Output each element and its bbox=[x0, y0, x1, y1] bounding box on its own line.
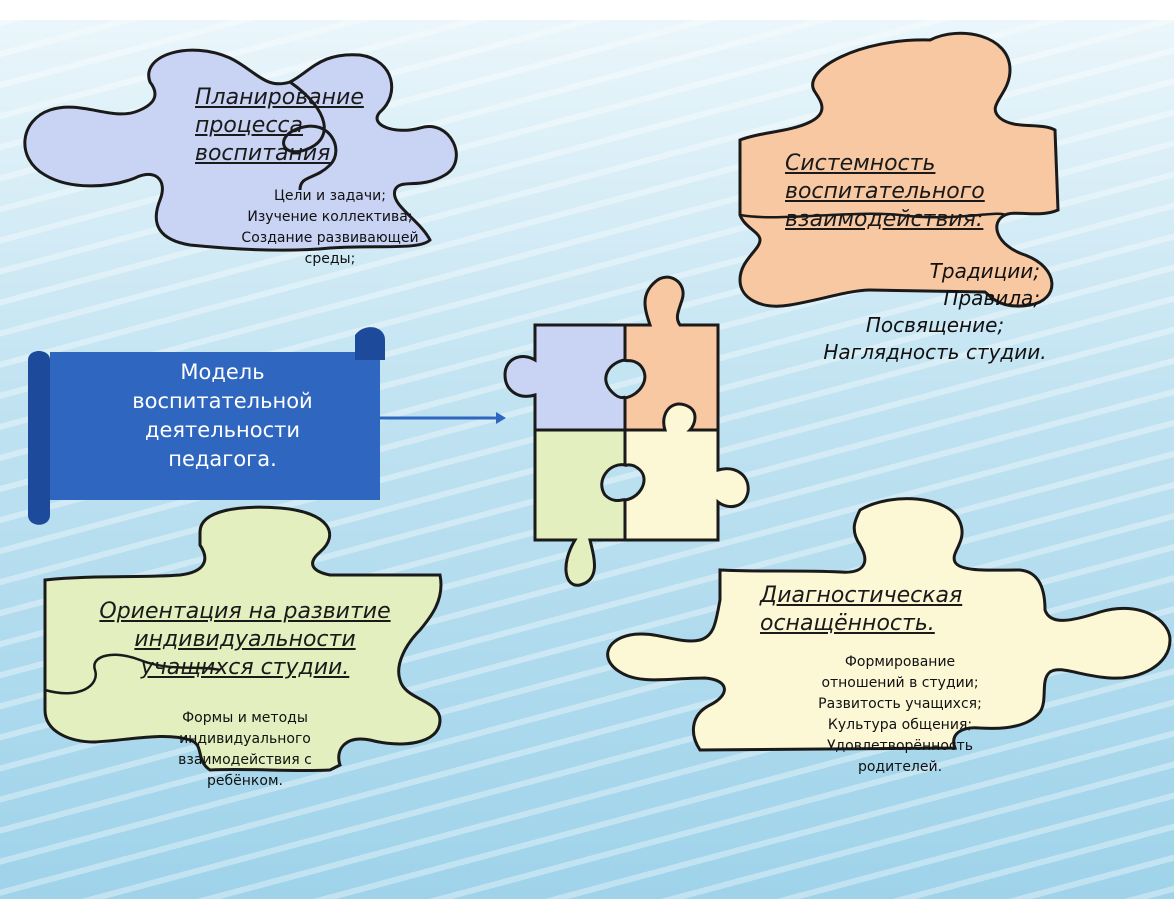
systematic-item-2: Правила; bbox=[943, 286, 1040, 310]
orientation-item-4: ребёнком. bbox=[207, 773, 283, 789]
model-line-2: воспитательной bbox=[132, 389, 313, 413]
model-line-3: деятельности bbox=[144, 418, 301, 442]
systematic-item-3: Посвящение; bbox=[865, 313, 1005, 337]
model-line-1: Модель bbox=[180, 360, 265, 384]
cluster-piece-cream bbox=[623, 402, 750, 542]
planning-block: Планирование процесса воспитания bbox=[195, 84, 455, 168]
orientation-items: Формы и методы индивидуального взаимодей… bbox=[130, 708, 360, 792]
puzzle-piece-systematic-inner-curve bbox=[739, 212, 1006, 219]
puzzle-piece-planning-inner-curve bbox=[282, 80, 338, 191]
planning-item-1: Цели и задачи; bbox=[274, 188, 386, 204]
diagnostic-item-2: отношений в студии; bbox=[821, 675, 979, 691]
planning-heading-3: воспитания bbox=[195, 141, 331, 166]
planning-heading-1: Планирование bbox=[195, 85, 364, 110]
diagnostic-item-1: Формирование bbox=[844, 654, 956, 670]
cluster-piece-orange bbox=[623, 275, 720, 432]
systematic-block: Системность воспитательного взаимодейств… bbox=[785, 150, 1025, 234]
planning-items: Цели и задачи; Изучение коллектива; Созд… bbox=[190, 186, 470, 270]
diagnostic-item-5: Удовлетворённость bbox=[826, 738, 974, 754]
puzzle-piece-systematic bbox=[738, 31, 1060, 308]
model-banner-scroll-top bbox=[355, 327, 385, 360]
diagnostic-item-3: Развитость учащихся; bbox=[818, 696, 982, 712]
orientation-heading-1: Ориентация на развитие bbox=[99, 599, 391, 624]
systematic-heading-1: Системность bbox=[785, 151, 936, 176]
model-banner-scroll-left bbox=[28, 351, 50, 525]
orientation-item-1: Формы и методы bbox=[182, 710, 308, 726]
puzzle-piece-diagnostic bbox=[606, 497, 1172, 752]
diagnostic-item-6: родителей. bbox=[857, 759, 943, 775]
model-banner: Модель воспитательной деятельности педаг… bbox=[95, 358, 350, 474]
orientation-item-3: взаимодействия с bbox=[178, 752, 312, 768]
orientation-heading-3: учащихся студии. bbox=[140, 655, 350, 680]
diagnostic-heading-1: Диагностическая bbox=[760, 583, 963, 608]
systematic-item-1: Традиции; bbox=[929, 259, 1040, 283]
model-banner-shape bbox=[50, 352, 380, 500]
diagnostic-heading-2: оснащённость. bbox=[760, 611, 935, 636]
diagnostic-item-4: Культура общения; bbox=[827, 717, 973, 733]
cluster-piece-green bbox=[533, 428, 627, 587]
planning-item-2: Изучение коллектива; bbox=[247, 209, 413, 225]
diagnostic-items: Формирование отношений в студии; Развито… bbox=[780, 652, 1020, 778]
planning-item-4: среды; bbox=[304, 251, 356, 267]
systematic-heading-3: взаимодействия: bbox=[785, 207, 984, 232]
orientation-heading-2: индивидуальности bbox=[134, 627, 356, 652]
puzzle-piece-orientation bbox=[43, 505, 443, 773]
orientation-item-2: индивидуального bbox=[179, 731, 311, 747]
systematic-heading-2: воспитательного bbox=[785, 179, 985, 204]
puzzle-piece-orientation-inner-curve bbox=[44, 653, 221, 695]
orientation-block: Ориентация на развитие индивидуальности … bbox=[70, 598, 420, 682]
cluster-piece-blue bbox=[503, 323, 627, 432]
systematic-item-4: Наглядность студии. bbox=[823, 340, 1047, 364]
model-line-4: педагога. bbox=[168, 447, 277, 471]
planning-item-3: Создание развивающей bbox=[241, 230, 419, 246]
systematic-items: Традиции; Правила; Посвящение; Нагляднос… bbox=[790, 258, 1080, 366]
diagnostic-block: Диагностическая оснащённость. bbox=[760, 582, 1020, 638]
planning-heading-2: процесса bbox=[195, 113, 303, 138]
puzzle-piece-planning bbox=[23, 48, 458, 252]
arrow-head bbox=[496, 412, 506, 424]
